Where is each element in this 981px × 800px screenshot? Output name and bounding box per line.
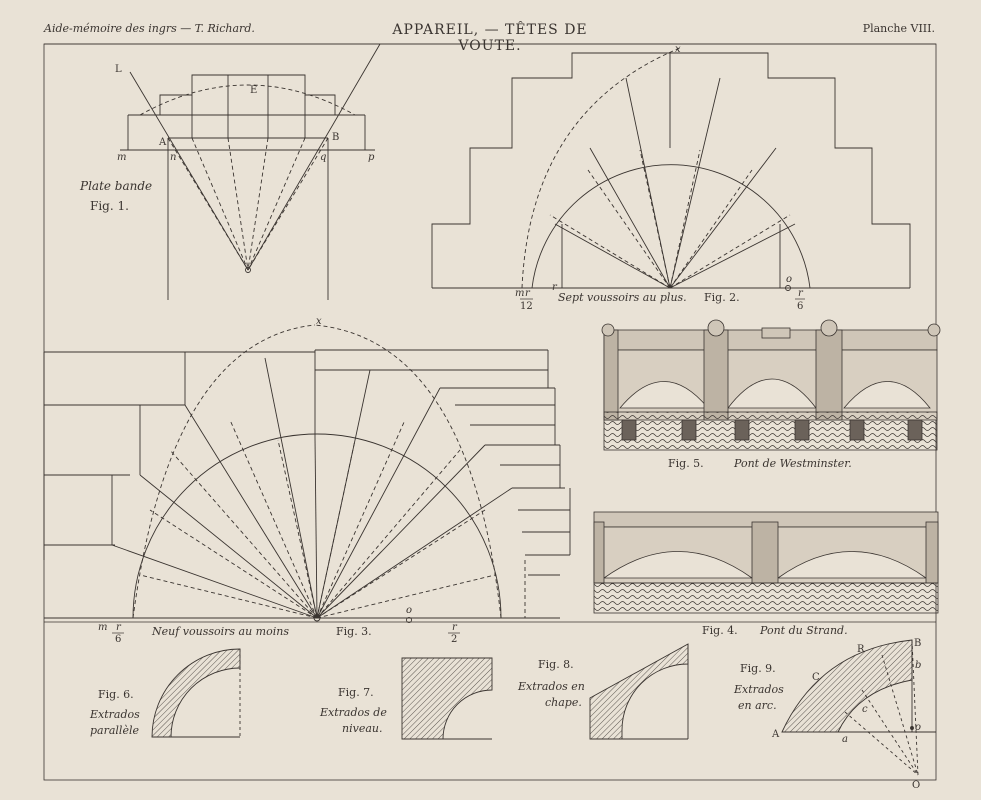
- fig1-point-m: m: [117, 152, 126, 163]
- fig6-line2: parallèle: [90, 724, 139, 737]
- fig1-labels: L E A B m n q p Plate bande Fig. 1.: [79, 64, 375, 213]
- plate-number: Planche VIII.: [862, 22, 935, 35]
- fig2-point-o: o: [786, 274, 792, 285]
- fig9-number: Fig. 9.: [740, 662, 776, 675]
- fig3-frac-right-den: 2: [451, 634, 457, 645]
- fig4-caption: Pont du Strand.: [759, 624, 848, 637]
- fig6-parallel-extrados: [151, 648, 241, 738]
- fig3-frac-right-num: r: [452, 622, 458, 633]
- fig3-point-o: o: [406, 605, 412, 616]
- fig1-number: Fig. 1.: [90, 199, 129, 213]
- fig7-labels: Fig. 7. Extrados de niveau.: [319, 686, 387, 735]
- fig2-seven-voussoirs: [431, 47, 911, 291]
- fig9-arc-extrados: [781, 639, 936, 776]
- fig9-point-A: A: [771, 729, 780, 740]
- fig9-point-a: a: [842, 734, 848, 745]
- fig3-caption: Neuf voussoirs au moins: [151, 625, 289, 638]
- fig1-point-n: n: [170, 152, 176, 163]
- fig9-line2: en arc.: [738, 699, 777, 712]
- plate-title: APPAREIL, — TÊTES DE VOUTE.: [392, 22, 588, 54]
- fig2-number: Fig. 2.: [704, 291, 740, 304]
- fig6-number: Fig. 6.: [98, 688, 134, 701]
- fig1-point-B: B: [332, 132, 339, 143]
- fig1-point-q: q: [320, 152, 326, 163]
- fig8-sloped-extrados: [589, 643, 689, 740]
- fig8-line2: chape.: [545, 696, 582, 709]
- fig2-frac-right-num: r: [798, 288, 804, 299]
- fig1-point-p: p: [368, 152, 375, 163]
- fig9-point-b: b: [915, 660, 921, 671]
- fig5-number: Fig. 5.: [668, 457, 704, 470]
- fig9-point-o: o: [915, 722, 921, 733]
- fig7-level-extrados: [401, 657, 493, 740]
- fig3-frac-left-den: 6: [115, 634, 121, 645]
- fig2-point-m: m: [515, 288, 524, 299]
- fig9-point-c: c: [862, 704, 868, 715]
- header-attribution: Aide-mémoire des ingrs — T. Richard.: [44, 22, 255, 35]
- fig7-number: Fig. 7.: [338, 686, 374, 699]
- fig1-point-L: L: [115, 64, 122, 75]
- fig9-labels: Fig. 9. Extrados en arc. A B C R a b c o…: [733, 638, 921, 791]
- fig2-frac-right-den: 6: [797, 301, 803, 312]
- fig1-title: Plate bande: [79, 179, 152, 193]
- fig3-frac-left-num: r: [116, 622, 122, 633]
- fig5-westminster-bridge: [601, 319, 941, 451]
- fig3-labels: x m o r 6 r 2 Neuf voussoirs au moins Fi…: [98, 316, 460, 645]
- fig9-line1: Extrados: [733, 683, 784, 696]
- fig3-point-m: m: [98, 622, 107, 633]
- fig9-point-O: O: [912, 780, 920, 791]
- fig5-labels: Fig. 5. Pont de Westminster.: [668, 457, 852, 470]
- fig3-number: Fig. 3.: [336, 625, 372, 638]
- fig4-strand-bridge: [593, 511, 939, 614]
- fig1-point-A: A: [158, 137, 167, 148]
- fig4-number: Fig. 4.: [702, 624, 738, 637]
- fig1-plate-bande: [120, 43, 381, 300]
- fig1-point-E: E: [250, 85, 257, 96]
- fig6-line1: Extrados: [89, 708, 140, 721]
- fig2-labels: x m r o r 12 r 6 Sept voussoirs au plus.…: [515, 44, 805, 312]
- fig6-labels: Fig. 6. Extrados parallèle: [89, 688, 140, 737]
- fig9-point-R: R: [857, 644, 865, 655]
- fig4-labels: Fig. 4. Pont du Strand.: [702, 624, 848, 637]
- fig3-point-x: x: [316, 316, 322, 327]
- fig9-point-C: C: [812, 672, 820, 683]
- fig2-frac-left-den: 12: [520, 301, 533, 312]
- fig2-point-r: r: [552, 282, 558, 293]
- fig7-line1: Extrados de: [319, 706, 387, 719]
- fig8-number: Fig. 8.: [538, 658, 574, 671]
- fig2-frac-left-num: r: [525, 288, 531, 299]
- fig8-line1: Extrados en: [517, 680, 585, 693]
- fig3-nine-voussoirs: [43, 324, 571, 623]
- fig2-caption: Sept voussoirs au plus.: [558, 291, 687, 304]
- fig7-line2: niveau.: [342, 722, 382, 735]
- fig9-point-B: B: [914, 638, 921, 649]
- fig8-labels: Fig. 8. Extrados en chape.: [517, 658, 585, 709]
- fig2-point-x: x: [675, 44, 681, 55]
- fig5-caption: Pont de Westminster.: [733, 457, 852, 470]
